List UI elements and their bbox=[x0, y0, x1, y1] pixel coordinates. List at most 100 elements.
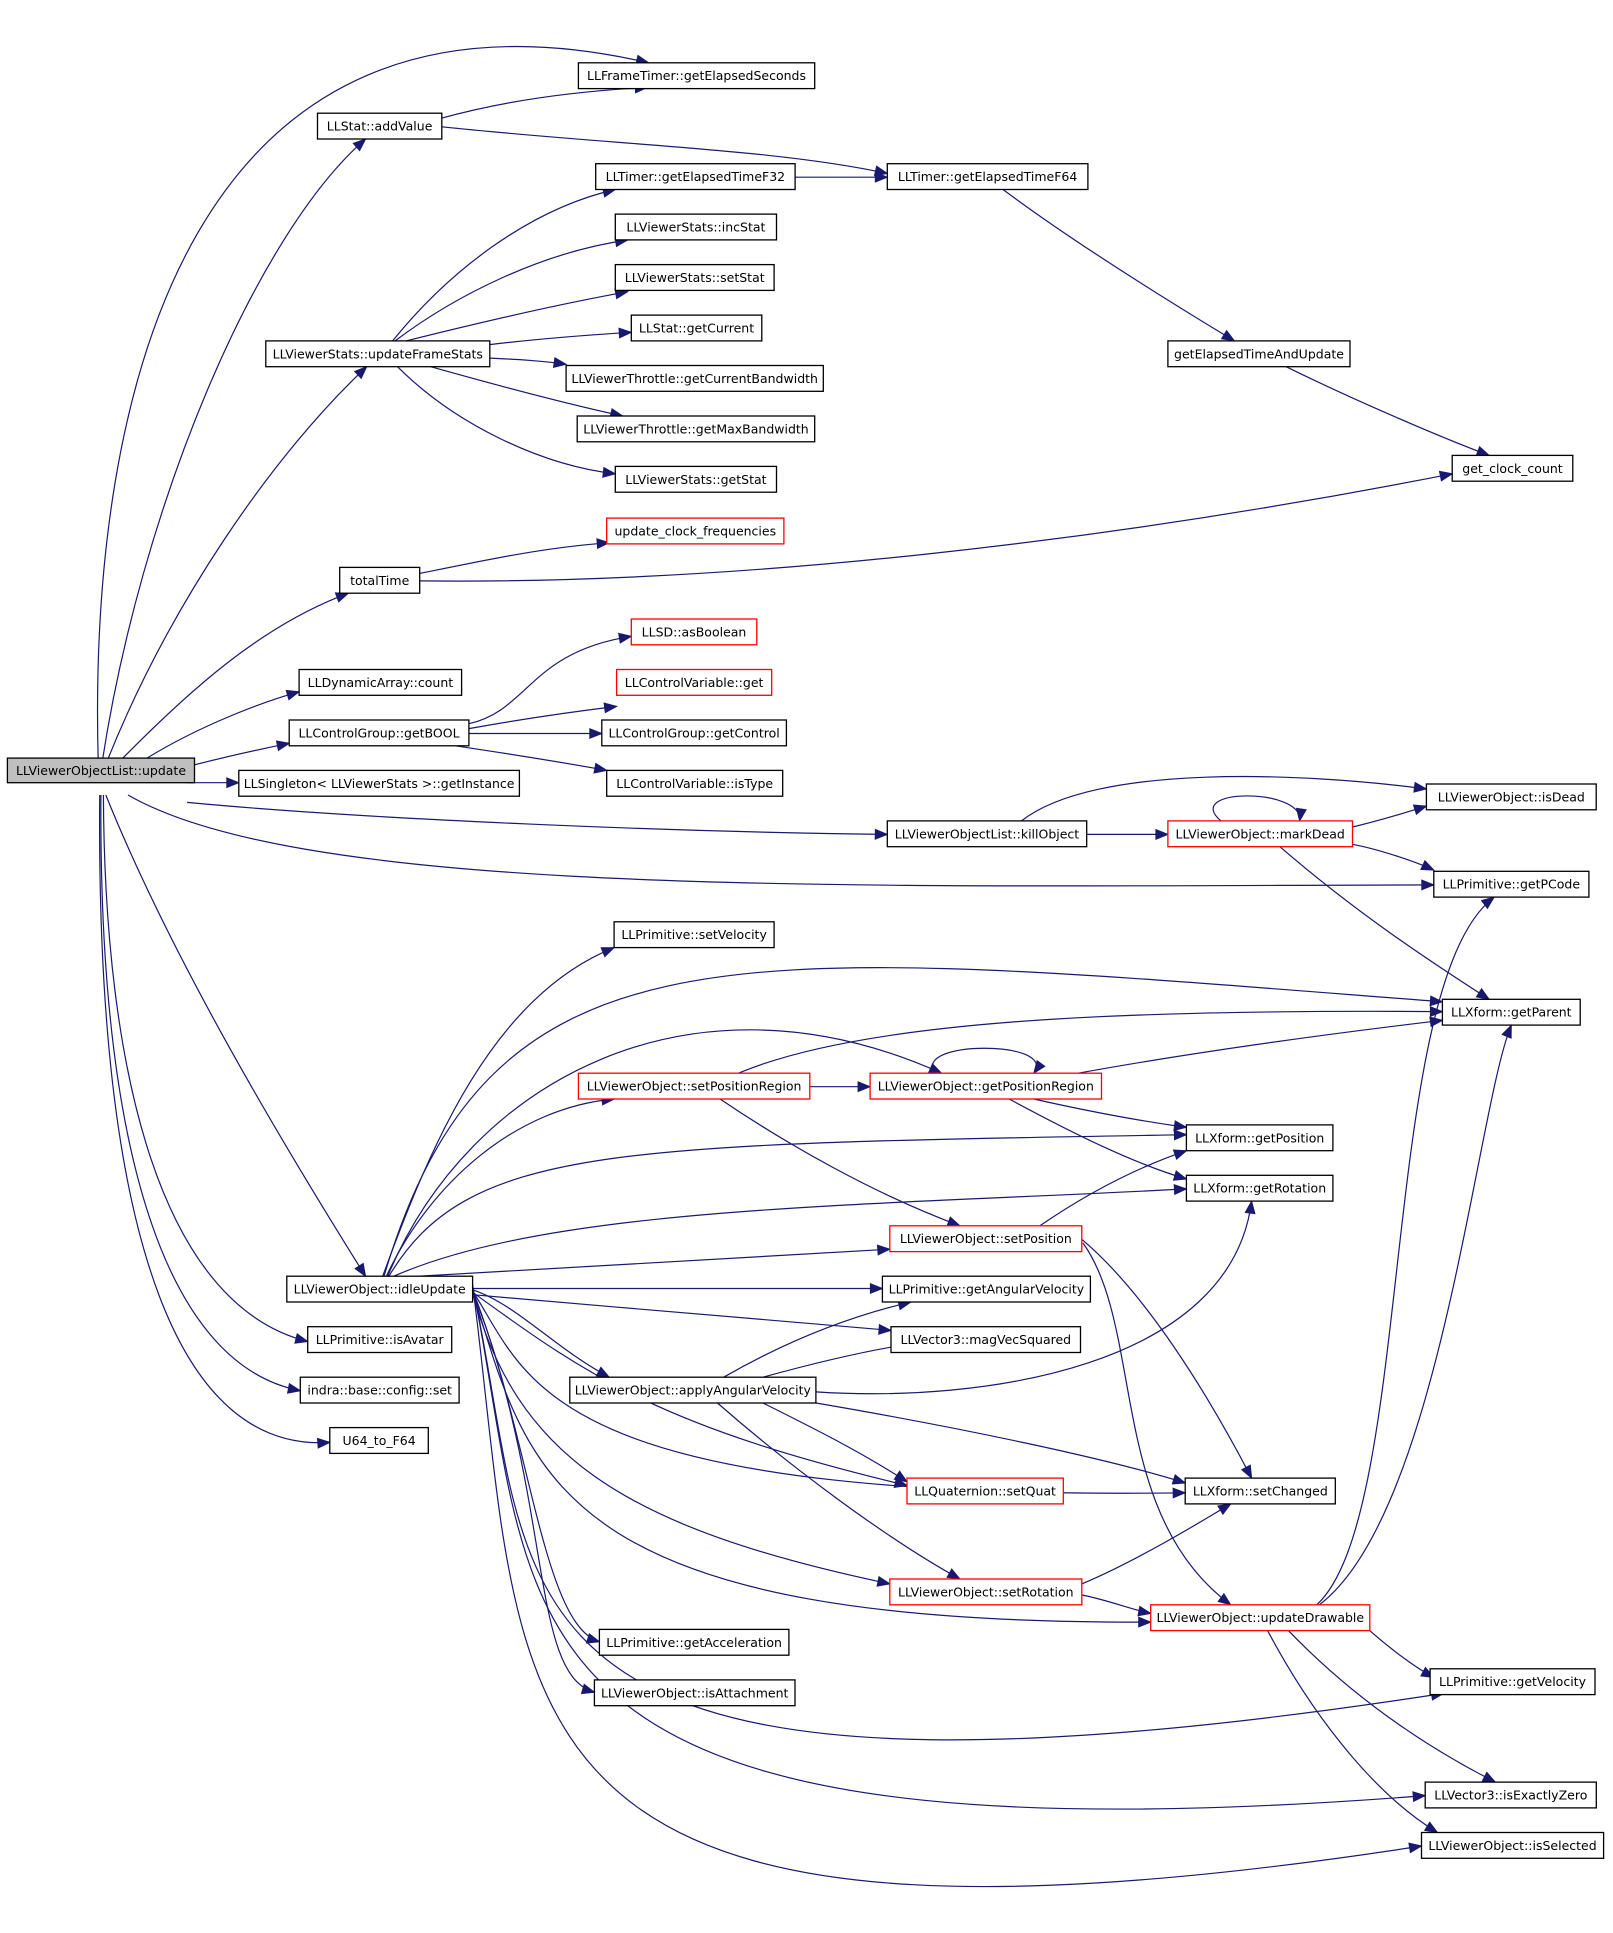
node-getvelocity[interactable]: LLPrimitive::getVelocity bbox=[1429, 1668, 1596, 1696]
node-setchanged[interactable]: LLXform::setChanged bbox=[1184, 1477, 1336, 1505]
node-markdead[interactable]: LLViewerObject::markDead bbox=[1167, 820, 1354, 848]
node-getposregion[interactable]: LLViewerObject::getPositionRegion bbox=[869, 1072, 1103, 1100]
node-setvelocity[interactable]: LLPrimitive::setVelocity bbox=[613, 921, 775, 949]
node-dyncount[interactable]: LLDynamicArray::count bbox=[298, 668, 463, 696]
node-totaltime[interactable]: totalTime bbox=[339, 566, 421, 594]
node-getcurrent[interactable]: LLStat::getCurrent bbox=[630, 314, 763, 342]
node-box[interactable] bbox=[890, 1326, 1082, 1354]
node-getparent[interactable]: LLXform::getParent bbox=[1441, 998, 1581, 1026]
node-getpcode[interactable]: LLPrimitive::getPCode bbox=[1433, 870, 1590, 898]
node-applyangvel[interactable]: LLViewerObject::applyAngularVelocity bbox=[569, 1376, 817, 1404]
node-box[interactable] bbox=[598, 1628, 790, 1656]
node-box[interactable] bbox=[265, 340, 491, 368]
node-box[interactable] bbox=[595, 163, 796, 191]
node-setrotation[interactable]: LLViewerObject::setRotation bbox=[889, 1578, 1083, 1606]
node-asboolean[interactable]: LLSD::asBoolean bbox=[630, 618, 758, 646]
node-box[interactable] bbox=[6, 757, 196, 784]
node-box[interactable] bbox=[630, 618, 758, 646]
node-box[interactable] bbox=[1420, 1831, 1605, 1859]
node-box[interactable] bbox=[1150, 1604, 1371, 1632]
node-box[interactable] bbox=[613, 921, 775, 949]
node-box[interactable] bbox=[1185, 1124, 1334, 1152]
node-isselected[interactable]: LLViewerObject::isSelected bbox=[1420, 1831, 1605, 1859]
node-getaccel[interactable]: LLPrimitive::getAcceleration bbox=[598, 1628, 790, 1656]
node-root[interactable]: LLViewerObjectList::update bbox=[6, 757, 196, 784]
node-getmaxbw[interactable]: LLViewerThrottle::getMaxBandwidth bbox=[576, 415, 816, 443]
node-isdead[interactable]: LLViewerObject::isDead bbox=[1425, 783, 1597, 811]
node-box[interactable] bbox=[569, 1376, 817, 1404]
node-box[interactable] bbox=[339, 566, 421, 594]
node-getcurbw[interactable]: LLViewerThrottle::getCurrentBandwidth bbox=[565, 364, 824, 392]
node-box[interactable] bbox=[288, 719, 470, 747]
node-box[interactable] bbox=[889, 1225, 1083, 1253]
node-box[interactable] bbox=[307, 1326, 453, 1354]
node-getbool[interactable]: LLControlGroup::getBOOL bbox=[288, 719, 470, 747]
node-elapsedf32[interactable]: LLTimer::getElapsedTimeF32 bbox=[595, 163, 796, 191]
node-idleupdate[interactable]: LLViewerObject::idleUpdate bbox=[286, 1275, 474, 1303]
node-getrotation[interactable]: LLXform::getRotation bbox=[1185, 1174, 1334, 1202]
node-box[interactable] bbox=[614, 465, 778, 493]
node-clockcount[interactable]: get_clock_count bbox=[1451, 454, 1574, 482]
node-box[interactable] bbox=[615, 668, 773, 696]
node-box[interactable] bbox=[1451, 454, 1574, 482]
node-box[interactable] bbox=[316, 112, 443, 140]
node-box[interactable] bbox=[630, 314, 763, 342]
node-box[interactable] bbox=[1424, 1781, 1597, 1809]
node-getangvel[interactable]: LLPrimitive::getAngularVelocity bbox=[881, 1275, 1092, 1303]
node-box[interactable] bbox=[1167, 820, 1354, 848]
node-updateframestats[interactable]: LLViewerStats::updateFrameStats bbox=[265, 340, 491, 368]
node-updatedrawable[interactable]: LLViewerObject::updateDrawable bbox=[1150, 1604, 1371, 1632]
node-updateclock[interactable]: update_clock_frequencies bbox=[606, 517, 785, 545]
node-box[interactable] bbox=[577, 62, 816, 90]
node-elapsedf64[interactable]: LLTimer::getElapsedTimeF64 bbox=[886, 163, 1089, 191]
node-cvget[interactable]: LLControlVariable::get bbox=[615, 668, 773, 696]
node-box[interactable] bbox=[601, 719, 788, 747]
node-configset[interactable]: indra::base::config::set bbox=[299, 1376, 460, 1404]
node-box[interactable] bbox=[606, 517, 785, 545]
node-box[interactable] bbox=[1433, 870, 1590, 898]
node-setstat[interactable]: LLViewerStats::setStat bbox=[614, 263, 775, 292]
node-isattachment[interactable]: LLViewerObject::isAttachment bbox=[593, 1679, 796, 1707]
node-box[interactable] bbox=[1185, 1174, 1334, 1202]
node-incstat[interactable]: LLViewerStats::incStat bbox=[614, 213, 778, 241]
node-getcontrol[interactable]: LLControlGroup::getControl bbox=[601, 719, 788, 747]
node-box[interactable] bbox=[329, 1426, 429, 1455]
node-box[interactable] bbox=[1167, 340, 1351, 368]
node-box[interactable] bbox=[889, 1578, 1083, 1606]
node-box[interactable] bbox=[238, 769, 521, 797]
node-box[interactable] bbox=[614, 263, 775, 292]
node-box[interactable] bbox=[886, 820, 1088, 848]
node-addvalue[interactable]: LLStat::addValue bbox=[316, 112, 443, 140]
node-u64tof64[interactable]: U64_to_F64 bbox=[329, 1426, 429, 1455]
node-isavatar[interactable]: LLPrimitive::isAvatar bbox=[307, 1326, 453, 1354]
node-box[interactable] bbox=[1429, 1668, 1596, 1696]
node-box[interactable] bbox=[606, 769, 784, 797]
node-getinstance[interactable]: LLSingleton< LLViewerStats >::getInstanc… bbox=[238, 769, 521, 797]
node-getelapsedupdate[interactable]: getElapsedTimeAndUpdate bbox=[1167, 340, 1351, 368]
node-frametimer[interactable]: LLFrameTimer::getElapsedSeconds bbox=[577, 62, 816, 90]
node-setposition[interactable]: LLViewerObject::setPosition bbox=[889, 1225, 1083, 1253]
node-box[interactable] bbox=[286, 1275, 474, 1303]
node-box[interactable] bbox=[869, 1072, 1103, 1100]
node-box[interactable] bbox=[1425, 783, 1597, 811]
node-box[interactable] bbox=[1441, 998, 1581, 1026]
node-box[interactable] bbox=[881, 1275, 1092, 1303]
node-setquat[interactable]: LLQuaternion::setQuat bbox=[906, 1477, 1064, 1505]
node-getstat[interactable]: LLViewerStats::getStat bbox=[614, 465, 778, 493]
node-box[interactable] bbox=[593, 1679, 796, 1707]
node-magvec[interactable]: LLVector3::magVecSquared bbox=[890, 1326, 1082, 1354]
node-box[interactable] bbox=[906, 1477, 1064, 1505]
node-box[interactable] bbox=[614, 213, 778, 241]
node-box[interactable] bbox=[886, 163, 1089, 191]
node-killobject[interactable]: LLViewerObjectList::killObject bbox=[886, 820, 1088, 848]
node-getposition[interactable]: LLXform::getPosition bbox=[1185, 1124, 1334, 1152]
node-isexactlyzero[interactable]: LLVector3::isExactlyZero bbox=[1424, 1781, 1597, 1809]
node-box[interactable] bbox=[1184, 1477, 1336, 1505]
node-box[interactable] bbox=[576, 415, 816, 443]
node-box[interactable] bbox=[298, 668, 463, 696]
node-box[interactable] bbox=[577, 1072, 811, 1100]
node-box[interactable] bbox=[299, 1376, 460, 1404]
node-istype[interactable]: LLControlVariable::isType bbox=[606, 769, 784, 797]
node-setposregion[interactable]: LLViewerObject::setPositionRegion bbox=[577, 1072, 811, 1100]
node-box[interactable] bbox=[565, 364, 824, 392]
